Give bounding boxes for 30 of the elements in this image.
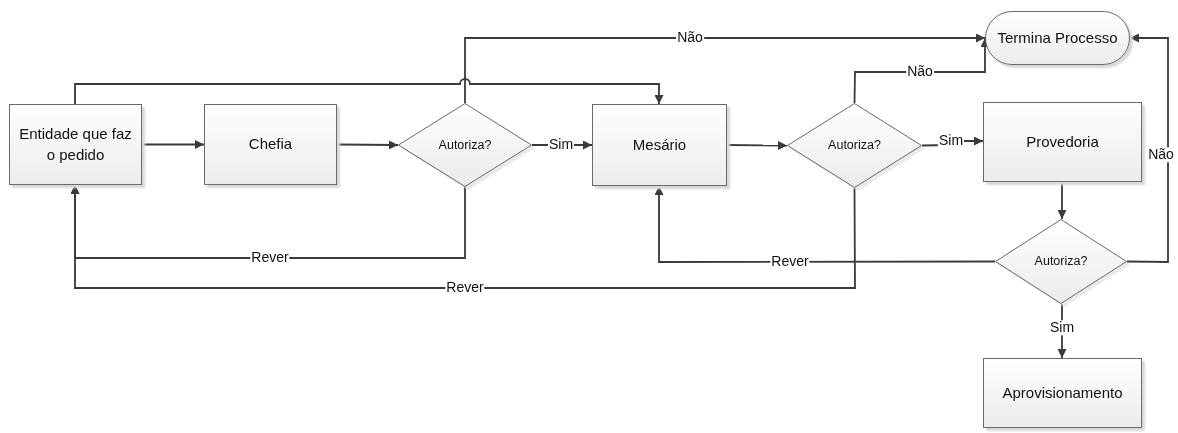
decision-diamond (398, 103, 532, 187)
process-box (9, 104, 142, 185)
process-box (204, 104, 337, 185)
edge-label: Sim (937, 133, 965, 149)
node-label: Provedoria (1025, 131, 1100, 152)
arrow (654, 185, 996, 263)
arrow (74, 78, 664, 105)
node-label: Autoriza? (1033, 253, 1089, 270)
process-box (983, 358, 1142, 428)
arrow (726, 140, 788, 150)
node-label: Mesário (631, 134, 688, 155)
node-label: Autoriza? (437, 136, 493, 154)
arrow (336, 140, 399, 150)
process-box (983, 102, 1142, 182)
arrow (70, 184, 856, 289)
node-label: Autoriza? (827, 137, 882, 154)
node-label: Aprovisionamento (1001, 382, 1124, 403)
edge-label: Sim (1048, 320, 1076, 336)
arrow (464, 33, 986, 104)
node-label: Termina Processo (996, 27, 1119, 48)
process-box (592, 104, 727, 186)
arrow (1126, 33, 1169, 263)
node-label: Entidade que faz o pedido (18, 124, 133, 165)
edge-label: Não (1147, 147, 1175, 163)
node-label: Chefia (247, 134, 294, 155)
arrow (141, 140, 205, 149)
terminator-shape (985, 11, 1130, 65)
decision-diamond (995, 219, 1127, 304)
decision-diamond (787, 103, 922, 188)
arrow (1057, 181, 1067, 220)
